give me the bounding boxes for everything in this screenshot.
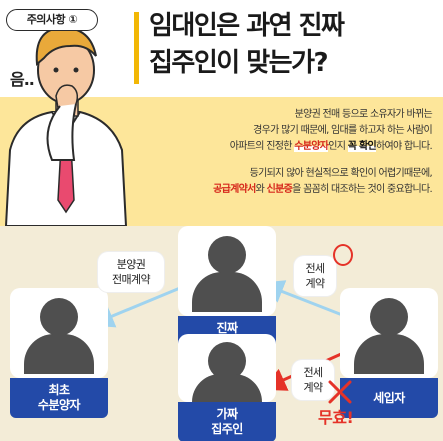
p1-line-1: 분양권 전매 등으로 소유자가 바뀌는 — [294, 109, 433, 120]
highlight-contract: 공급계약서 — [213, 184, 256, 195]
title-line-2: 집주인이 맞는가? — [149, 48, 329, 78]
p1-line-3: 아파트의 진정한 수분양자인지 꼭 확인하여야 합니다. — [146, 139, 433, 155]
fake-owner-label: 가짜 집주인 — [178, 402, 276, 441]
person-head — [208, 342, 246, 380]
p1-text: 아파트의 진정한 — [229, 141, 295, 152]
title-line-1: 임대인은 과연 진짜 — [149, 11, 345, 41]
resale-contract-bubble: 분양권 전매계약 — [98, 252, 164, 292]
info-paragraph-1: 분양권 전매 등으로 소유자가 바뀌는 경우가 많기 때문에, 임대를 하고자 … — [146, 107, 433, 155]
p2-line-1: 등기되지 않아 현실적으로 확인이 어렵기때문에, — [249, 168, 433, 179]
title-accent-bar — [134, 12, 139, 84]
p1-line-2: 경우가 많기 때문에, 임대를 하고자 하는 사람이 — [253, 125, 433, 136]
first-buyer-label: 최초 수분양자 — [10, 378, 108, 418]
info-paragraph-2: 등기되지 않아 현실적으로 확인이 어렵기때문에, 공급계약서와 신분증을 꼼꼼… — [146, 166, 433, 198]
person-head — [208, 236, 246, 274]
highlight-check: 꼭 확인 — [347, 141, 377, 152]
thinking-man-illustration — [4, 26, 128, 226]
page-title: 임대인은 과연 진짜 집주인이 맞는가? — [149, 8, 441, 82]
caution-badge: 주의사항 ① — [6, 9, 98, 31]
person-head — [40, 298, 78, 336]
person-body — [192, 272, 262, 312]
p2-line-2: 공급계약서와 신분증을 꼼꼼히 대조하는 것이 중요합니다. — [146, 182, 433, 198]
lease-contract-bubble-invalid: 전세 계약 — [292, 360, 334, 400]
invalid-text: 무효! — [318, 408, 354, 427]
person-head — [370, 298, 408, 336]
person-body — [354, 334, 424, 374]
p2-text: 와 — [255, 184, 267, 195]
person-body — [192, 374, 262, 402]
invalid-x-mark — [328, 380, 352, 404]
thinking-sound: 음.. — [10, 70, 35, 89]
p1-text: 인지 — [328, 141, 348, 152]
highlight-id-card: 신분증 — [266, 184, 293, 195]
p1-text: 하여야 합니다. — [376, 141, 433, 152]
highlight-buyer: 수분양자 — [294, 141, 329, 152]
lease-contract-bubble-valid: 전세 계약 — [294, 256, 336, 296]
person-body — [24, 334, 94, 374]
valid-circle-mark — [333, 244, 353, 266]
p2-text: 을 꼼꼼히 대조하는 것이 중요합니다. — [292, 184, 433, 195]
tenant-label: 세입자 — [340, 378, 438, 418]
